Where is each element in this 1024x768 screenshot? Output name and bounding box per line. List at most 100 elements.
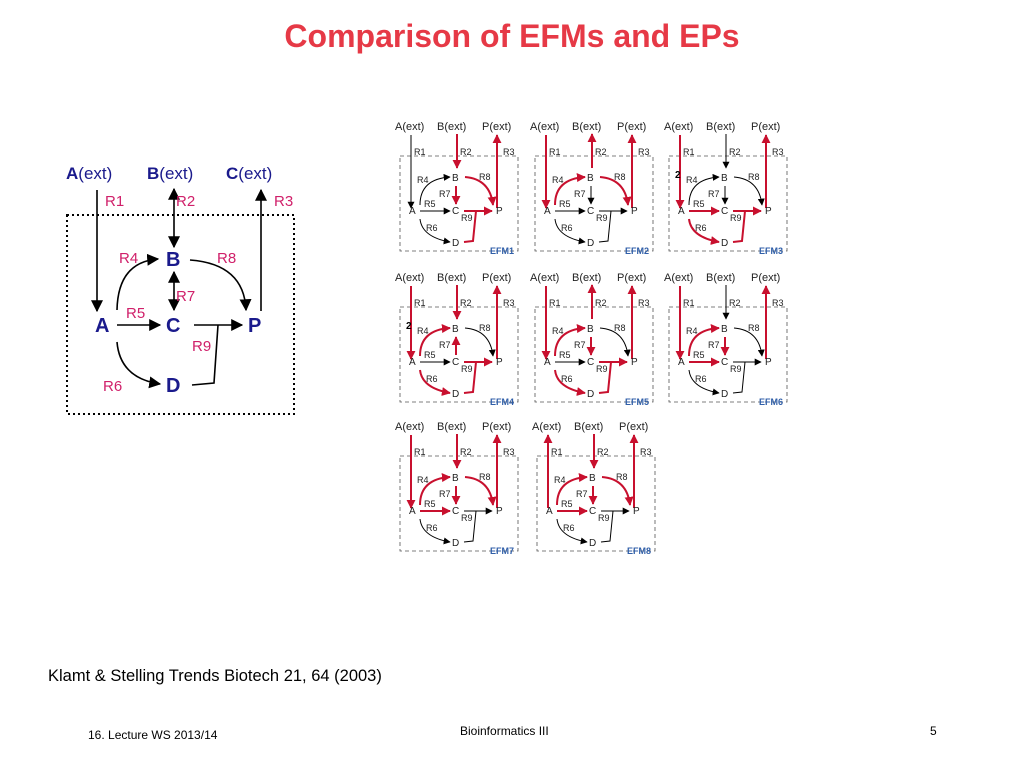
efm2-label-r6: R6 <box>561 223 573 233</box>
efm1-label-r2: R2 <box>460 147 472 157</box>
efm1-boundary <box>399 155 519 252</box>
main-arrow-r9 <box>191 325 242 386</box>
efm6-node-P: P <box>765 357 772 368</box>
efm7-label-r8: R8 <box>479 472 491 482</box>
efm8-external-1: B(ext) <box>574 421 603 433</box>
efm4-label-r2: R2 <box>460 298 472 308</box>
efm2-arrow-r6 <box>554 218 586 245</box>
efm5-arrow-r4 <box>554 324 586 357</box>
efm3-node-D: D <box>721 238 728 249</box>
efm2-external-2: P(ext) <box>617 121 646 133</box>
efm4-label: EFM4 <box>490 397 514 407</box>
efm6-node-B: B <box>721 324 728 335</box>
efm7-arrow-r8 <box>464 476 497 506</box>
efm5-node-B: B <box>587 324 594 335</box>
efm8-label-r6: R6 <box>563 523 575 533</box>
efm4-label-r3: R3 <box>503 298 515 308</box>
efm7-label-r7: R7 <box>439 489 451 499</box>
efm7-label-r2: R2 <box>460 447 472 457</box>
efm3-label-r8: R8 <box>748 172 760 182</box>
efm4-node-C: C <box>452 357 459 368</box>
efm5-node-D: D <box>587 389 594 400</box>
efm1-node-P: P <box>496 206 503 217</box>
system-boundary <box>66 214 295 415</box>
efm4-external-1: B(ext) <box>437 272 466 284</box>
efm3-node-A: A <box>678 206 685 217</box>
efm1-arrow-r9 <box>463 211 492 243</box>
main-label-r2: R2 <box>176 193 195 210</box>
efm4-label-r5: R5 <box>424 350 436 360</box>
efm5-node-P: P <box>631 357 638 368</box>
footer-course: Bioinformatics III <box>460 724 549 738</box>
efm4-node-A: A <box>409 357 416 368</box>
efm8-label-r9: R9 <box>598 513 610 523</box>
efm5-label-r4: R4 <box>552 326 564 336</box>
efm1-label: EFM1 <box>490 246 514 256</box>
efm3-multiplicity: 2 <box>675 170 681 181</box>
slide-title: Comparison of EFMs and EPs <box>284 18 740 54</box>
efm5-arrow-r9 <box>598 362 627 394</box>
efm8-node-B: B <box>589 473 596 484</box>
efm5-label: EFM5 <box>625 397 649 407</box>
efm4-label-r4: R4 <box>417 326 429 336</box>
efm1-label-r7: R7 <box>439 189 451 199</box>
efm2-external-0: A(ext) <box>530 121 559 133</box>
efm4-arrow-r9 <box>463 362 492 394</box>
efm3-label: EFM3 <box>759 246 783 256</box>
efm6-label-r1: R1 <box>683 298 695 308</box>
efm5-label-r8: R8 <box>614 323 626 333</box>
efm1-node-A: A <box>409 206 416 217</box>
efm1-external-0: A(ext) <box>395 121 424 133</box>
efm5-label-r7: R7 <box>574 340 586 350</box>
efm1-label-r5: R5 <box>424 199 436 209</box>
efm5-node-A: A <box>544 357 551 368</box>
efm8-label-r7: R7 <box>576 489 588 499</box>
efm7-label-r6: R6 <box>426 523 438 533</box>
efm6-label-r6: R6 <box>695 374 707 384</box>
efm1-node-C: C <box>452 206 459 217</box>
main-node-A: A <box>95 315 109 337</box>
efm7-node-C: C <box>452 506 459 517</box>
efm3-arrow-r8 <box>733 176 765 206</box>
efm2-node-D: D <box>587 238 594 249</box>
efm5-arrow-r8 <box>599 327 631 357</box>
efm8-label-r5: R5 <box>561 499 573 509</box>
efm4-label-r6: R6 <box>426 374 438 384</box>
main-node-B: B <box>166 249 180 271</box>
efm1-label-r8: R8 <box>479 172 491 182</box>
main-label-r8: R8 <box>217 250 236 267</box>
efm1-external-1: B(ext) <box>437 121 466 133</box>
efm8-label-r8: R8 <box>616 472 628 482</box>
efm3-label-r3: R3 <box>772 147 784 157</box>
efm2-node-B: B <box>587 173 594 184</box>
efm6-label-r5: R5 <box>693 350 705 360</box>
efm1-arrow-r8 <box>464 176 497 206</box>
efm3-boundary <box>668 155 788 252</box>
efm3-external-1: B(ext) <box>706 121 735 133</box>
efm3-label-r2: R2 <box>729 147 741 157</box>
efm5-external-2: P(ext) <box>617 272 646 284</box>
main-node-C: C <box>166 315 180 337</box>
efm2-label-r4: R4 <box>552 175 564 185</box>
efm7-label-r5: R5 <box>424 499 436 509</box>
efm7-label-r3: R3 <box>503 447 515 457</box>
efm2-arrow-r8 <box>599 176 632 206</box>
efm3-label-r1: R1 <box>683 147 695 157</box>
efm5-boundary <box>534 306 654 403</box>
efm5-external-1: B(ext) <box>572 272 601 284</box>
efm7-boundary <box>399 455 519 552</box>
efm3-arrow-r9 <box>732 211 761 243</box>
efm2-label-r3: R3 <box>638 147 650 157</box>
efm3-node-P: P <box>765 206 772 217</box>
efm1-label-r9: R9 <box>461 213 473 223</box>
efm6-node-D: D <box>721 389 728 400</box>
efm4-arrow-r8 <box>464 327 496 357</box>
efm1-node-D: D <box>452 238 459 249</box>
efm8-node-D: D <box>589 538 596 549</box>
efm4-node-D: D <box>452 389 459 400</box>
efm6-external-2: P(ext) <box>751 272 780 284</box>
